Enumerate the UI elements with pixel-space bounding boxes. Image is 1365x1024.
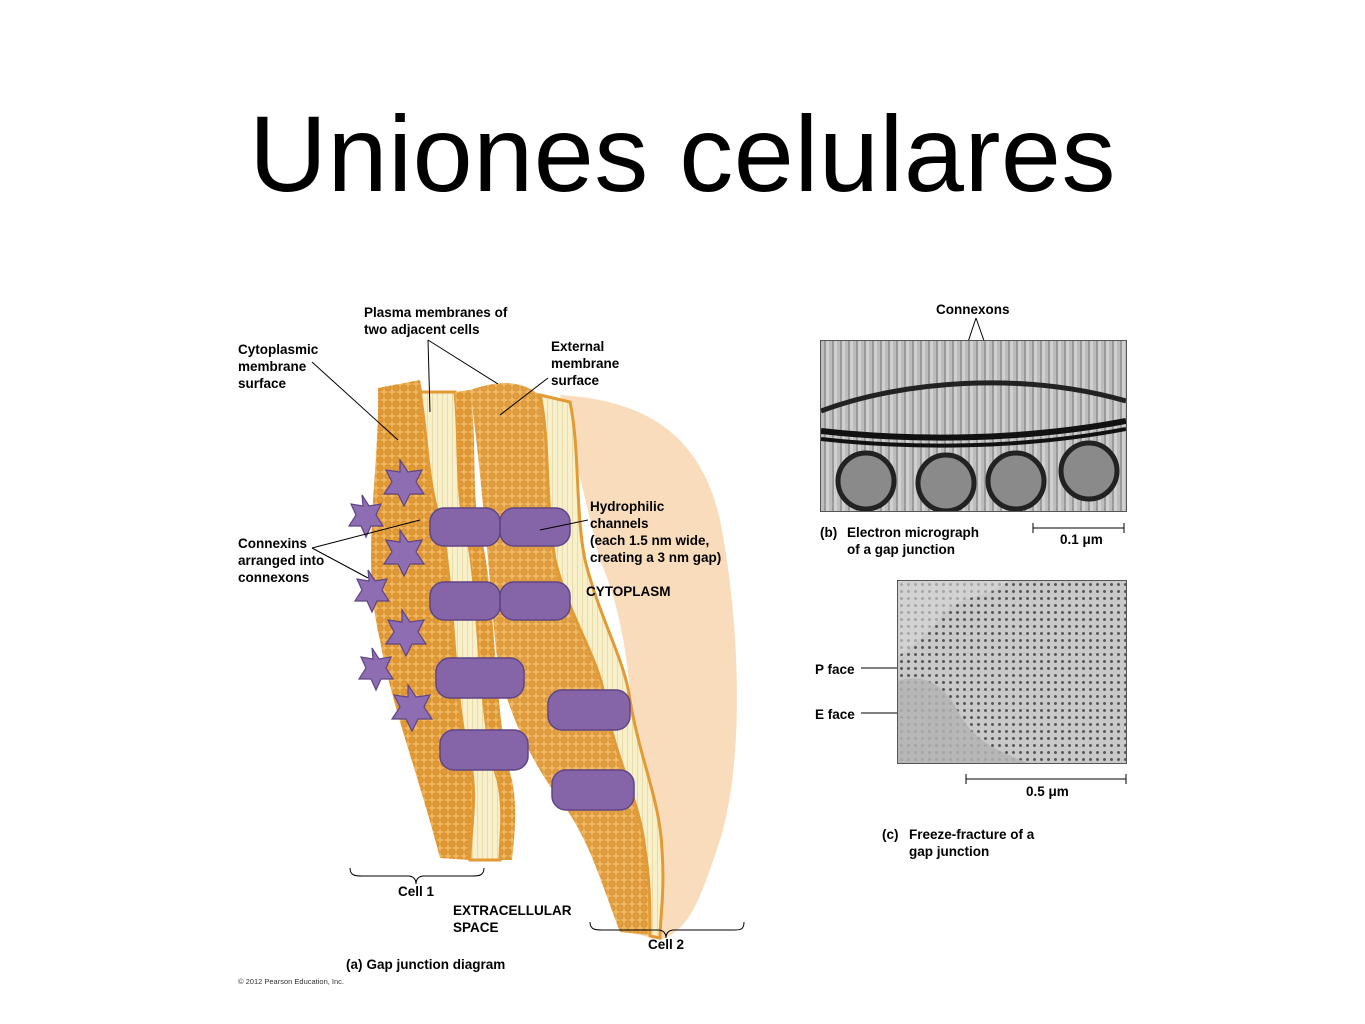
caption-c-tag: (c) bbox=[882, 827, 899, 842]
scale-b-label: 0.1 μm bbox=[1060, 532, 1103, 547]
panel-b-scale-bar bbox=[1032, 523, 1125, 533]
freeze-fracture-image bbox=[897, 580, 1127, 764]
slide-title: Uniones celulares bbox=[249, 93, 1116, 214]
panel-c-scale-bar bbox=[965, 774, 1127, 784]
label-cytoplasmic-surface: Cytoplasmic membrane surface bbox=[238, 342, 319, 391]
scale-c-label: 0.5 μm bbox=[1026, 784, 1069, 799]
caption-b: Electron micrograph of a gap junction bbox=[847, 525, 980, 557]
caption-b-tag: (b) bbox=[820, 525, 838, 540]
micrograph-detail bbox=[821, 380, 1126, 511]
connexon-channels bbox=[429, 507, 635, 811]
label-cytoplasm: CYTOPLASM bbox=[586, 584, 671, 599]
label-cell1: Cell 1 bbox=[398, 884, 435, 899]
label-external-surface: External membrane surface bbox=[551, 339, 620, 388]
cell1-brace bbox=[349, 867, 485, 885]
cell2-brace bbox=[589, 921, 745, 939]
label-cell2: Cell 2 bbox=[648, 937, 685, 952]
label-p-face: P face bbox=[815, 662, 855, 677]
label-hydrophilic-channels: Hydrophilic channels (each 1.5 nm wide, … bbox=[590, 499, 722, 565]
surface-connexins bbox=[347, 458, 434, 733]
leader-lines bbox=[311, 339, 589, 579]
label-e-face: E face bbox=[815, 707, 855, 722]
caption-a: (a)Gap junction diagram bbox=[346, 956, 505, 973]
label-plasma-membranes: Plasma membranes of two adjacent cells bbox=[364, 305, 508, 337]
label-extracellular-space: EXTRACELLULAR SPACE bbox=[453, 903, 572, 935]
cytoplasm-background bbox=[560, 395, 737, 940]
caption-c: Freeze-fracture of a gap junction bbox=[909, 827, 1035, 859]
caption-a-text: Gap junction diagram bbox=[366, 957, 506, 972]
label-connexons: Connexons bbox=[936, 302, 1010, 317]
freeze-fracture-detail bbox=[898, 581, 1028, 763]
electron-micrograph bbox=[820, 340, 1127, 512]
caption-a-tag: (a) bbox=[346, 957, 363, 972]
copyright: © 2012 Pearson Education, Inc. bbox=[238, 977, 345, 986]
label-connexins: Connexins arranged into connexons bbox=[238, 536, 325, 585]
